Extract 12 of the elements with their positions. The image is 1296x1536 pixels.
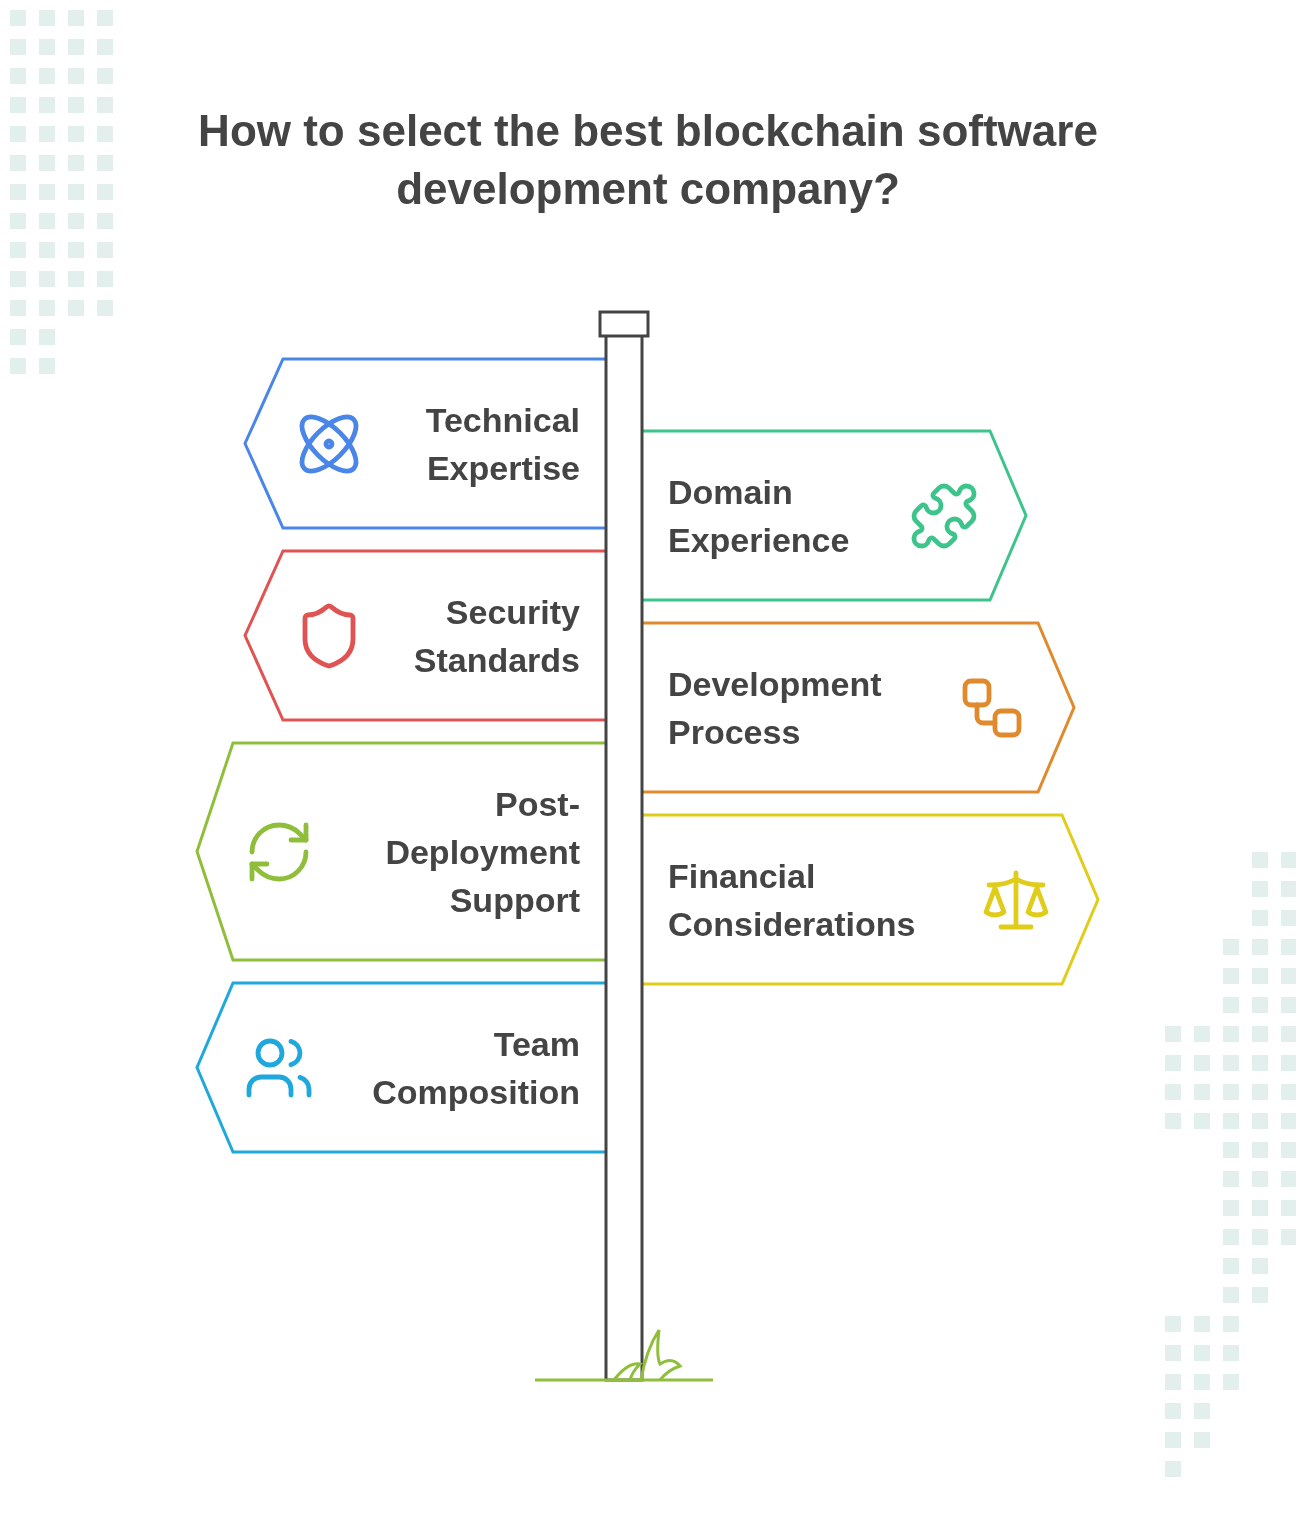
sign-label: Post-Deployment Support xyxy=(384,783,580,921)
sign-label: Financial Considerations xyxy=(668,855,917,945)
title: How to select the best blockchain software development company? xyxy=(197,105,1099,215)
sign-label: Development Process xyxy=(668,663,883,753)
sign-label: Team Composition xyxy=(371,1023,580,1113)
sign-label: Technical Expertise xyxy=(424,399,580,489)
sign-label: Security Standards xyxy=(412,591,580,681)
sign-label: Domain Experience xyxy=(668,471,851,561)
sign-board xyxy=(245,359,607,528)
sign-board xyxy=(245,551,607,720)
sign-board xyxy=(197,983,607,1152)
sign-board xyxy=(197,743,607,960)
